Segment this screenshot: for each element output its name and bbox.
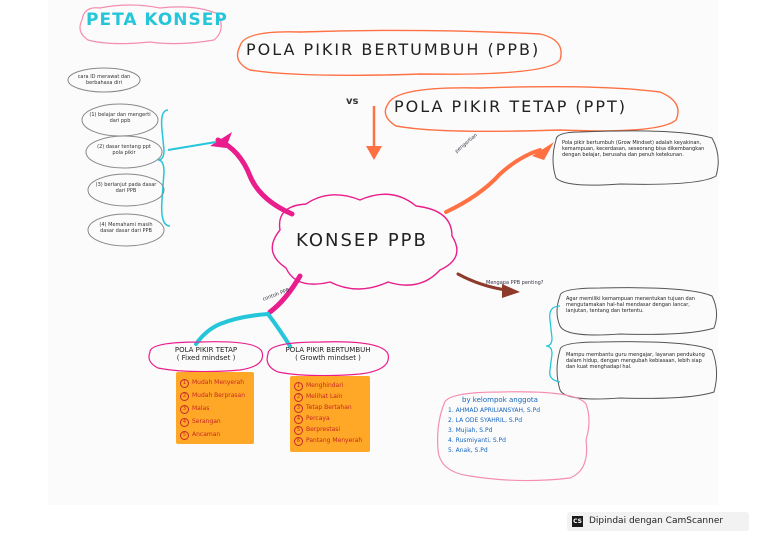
camscanner-logo-icon: CS bbox=[572, 516, 583, 527]
title-cloud bbox=[79, 4, 222, 45]
member-row: 3. Mujiah, S.Pd bbox=[448, 427, 493, 434]
member-row: 4. Rusmiyanti, S.Pd bbox=[448, 437, 506, 444]
left-node-2: (2) dasar tentang ppt pola pikir bbox=[97, 144, 151, 156]
ppt-box-subtitle: ( Fixed mindset ) bbox=[176, 354, 236, 362]
ppb-box-heading: POLA PIKIR BERTUMBUH bbox=[285, 346, 371, 354]
member-row: 2. LA ODE SYAHRIL, S.Pd bbox=[448, 417, 523, 424]
members-list: by kelompok anggota 1. AHMAD APRILIANSYA… bbox=[448, 396, 540, 456]
member-row: 1. AHMAD APRILIANSYAH, S.Pd bbox=[448, 407, 541, 414]
left-node-4: (4) Memahami masih dasar dasar dari PPB bbox=[99, 222, 153, 234]
right-note-1: Agar memiliki kemampuan menentukan tujua… bbox=[566, 296, 695, 314]
watermark-text: Dipindai dengan CamScanner bbox=[589, 516, 724, 526]
camscanner-watermark: CS Dipindai dengan CamScanner bbox=[567, 512, 749, 531]
page-title: PETA KONSEP bbox=[86, 10, 228, 30]
right-top-note: Pola pikir bertumbuh (Grow Mindset) adal… bbox=[562, 140, 705, 158]
center-concept: KONSEP PPB bbox=[296, 230, 428, 251]
left-note: cara ID merawat dan berbahasa diri bbox=[77, 74, 131, 86]
ppt-title-bubble bbox=[384, 85, 679, 133]
vs-label: vs bbox=[346, 96, 359, 107]
ppb-title: POLA PIKIR BERTUMBUH (PPB) bbox=[246, 40, 541, 59]
members-heading: by kelompok anggota bbox=[462, 396, 538, 404]
left-node-3: (3) berlanjut pada dasar dari PPB bbox=[95, 182, 157, 194]
right-note-2: Mampu membantu guru mengajar, layanan pe… bbox=[566, 352, 705, 370]
ppb-box-subtitle: ( Growth mindset ) bbox=[295, 354, 361, 362]
ppt-box-title: POLA PIKIR TETAP ( Fixed mindset ) bbox=[154, 346, 258, 362]
paper-background bbox=[48, 0, 718, 505]
member-row: 5. Anak, S.Pd bbox=[448, 447, 488, 454]
center-cloud bbox=[271, 193, 458, 290]
right-mid-label: Mengapa PPB penting? bbox=[486, 280, 544, 286]
ppt-title: POLA PIKIR TETAP (PPT) bbox=[394, 97, 627, 116]
ppb-box-title: POLA PIKIR BERTUMBUH ( Growth mindset ) bbox=[270, 346, 386, 362]
ppt-box-heading: POLA PIKIR TETAP bbox=[174, 346, 238, 354]
ppb-title-bubble bbox=[236, 29, 562, 77]
left-node-1: (1) belajar dan mengerti dari ppb bbox=[89, 112, 151, 124]
